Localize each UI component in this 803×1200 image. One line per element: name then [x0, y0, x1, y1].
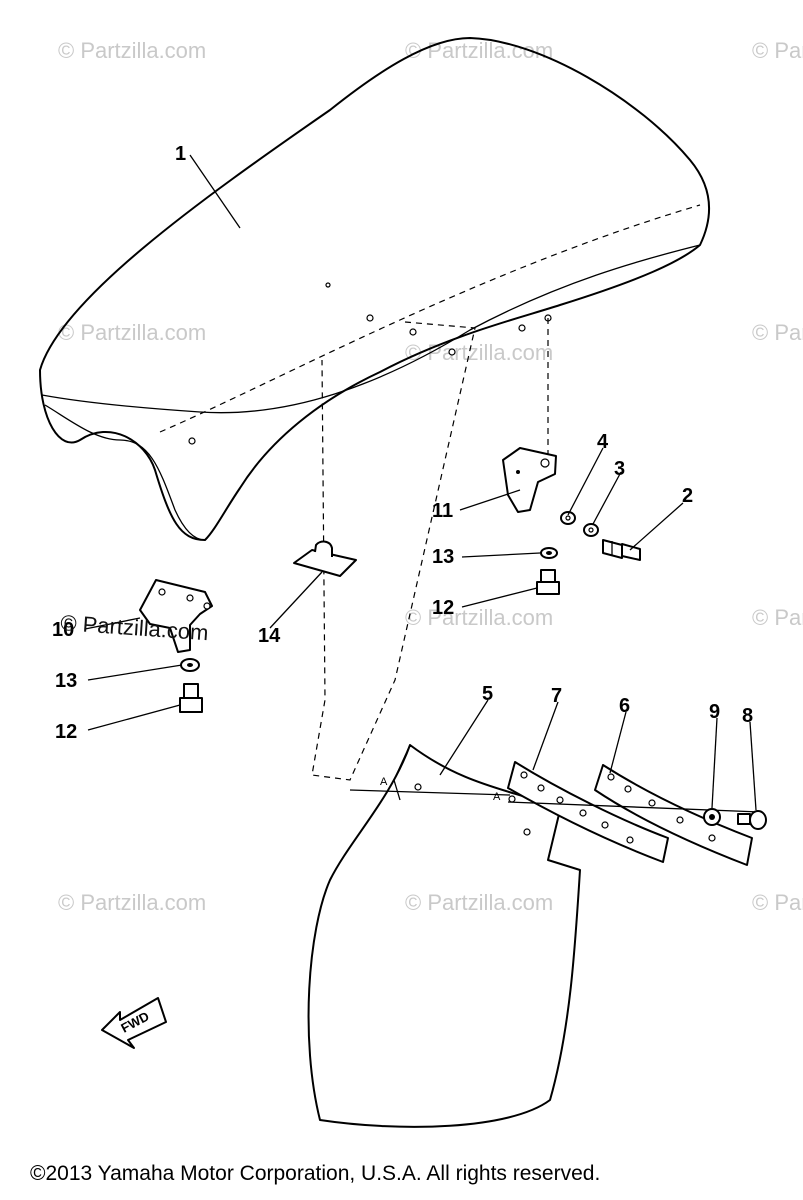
watermark-text: © Partzilla.com	[405, 890, 553, 915]
callout-2: 2	[682, 485, 693, 507]
callout-14: 14	[258, 625, 281, 647]
part-1-seat[interactable]	[39, 37, 710, 541]
part-12-bolt[interactable]	[179, 683, 203, 713]
part-2-bolt[interactable]	[602, 539, 641, 561]
part-6-plate[interactable]	[594, 764, 753, 866]
watermark-text: © Partzilla.com	[752, 890, 803, 915]
fwd-arrow-icon: FWD	[101, 997, 167, 1049]
part-13-washer[interactable]	[540, 547, 558, 559]
watermark-text: © Partzilla.com	[58, 320, 206, 345]
watermark-text: © Partzilla.com	[752, 320, 803, 345]
part-4-washer[interactable]	[560, 511, 576, 525]
callout-12: 12	[55, 721, 77, 743]
assembly-guide-line	[311, 321, 476, 781]
callout-13: 13	[432, 546, 454, 568]
callout-3: 3	[614, 458, 625, 480]
callout-5: 5	[482, 683, 493, 705]
part-9-nut[interactable]	[703, 808, 721, 826]
part-7-plate[interactable]	[507, 761, 669, 863]
callout-13: 13	[55, 670, 77, 692]
watermark-text: © Partzilla.com	[405, 340, 553, 365]
callout-9: 9	[709, 701, 720, 723]
part-11-bracket[interactable]	[502, 447, 557, 513]
callout-12: 12	[432, 597, 454, 619]
callout-7: 7	[551, 685, 562, 707]
callout-1: 1	[175, 143, 186, 165]
watermark-text: © Partzilla.com	[405, 605, 553, 630]
callout-8: 8	[742, 705, 753, 727]
watermarks: © Partzilla.com © Partzilla.com © Partzi…	[58, 38, 803, 915]
marker-a: A	[493, 791, 501, 803]
part-14-clip[interactable]	[293, 540, 357, 577]
part-8-screw[interactable]	[737, 810, 767, 830]
callout-4: 4	[597, 431, 609, 453]
leader-lines	[84, 154, 757, 811]
watermark-text: © Partzilla.com	[58, 890, 206, 915]
callout-10: 10	[52, 619, 74, 641]
callouts: 1 2 3 4 5 6 7 8 9 10 11 12 12 13 13 14	[52, 143, 753, 743]
part-13-washer[interactable]	[180, 658, 200, 672]
part-3-lock-washer[interactable]	[583, 523, 599, 537]
watermark-text: © Partzilla.com	[58, 38, 206, 63]
watermark-text: © Partzilla.com	[752, 605, 803, 630]
marker-a: A	[380, 776, 388, 788]
part-12-bolt[interactable]	[536, 569, 560, 595]
callout-11: 11	[432, 500, 453, 522]
watermark-text: © Partzilla.com	[752, 38, 803, 63]
copyright-notice: ©2013 Yamaha Motor Corporation, U.S.A. A…	[30, 1162, 601, 1185]
part-10-bracket[interactable]	[139, 579, 213, 653]
callout-6: 6	[619, 695, 630, 717]
